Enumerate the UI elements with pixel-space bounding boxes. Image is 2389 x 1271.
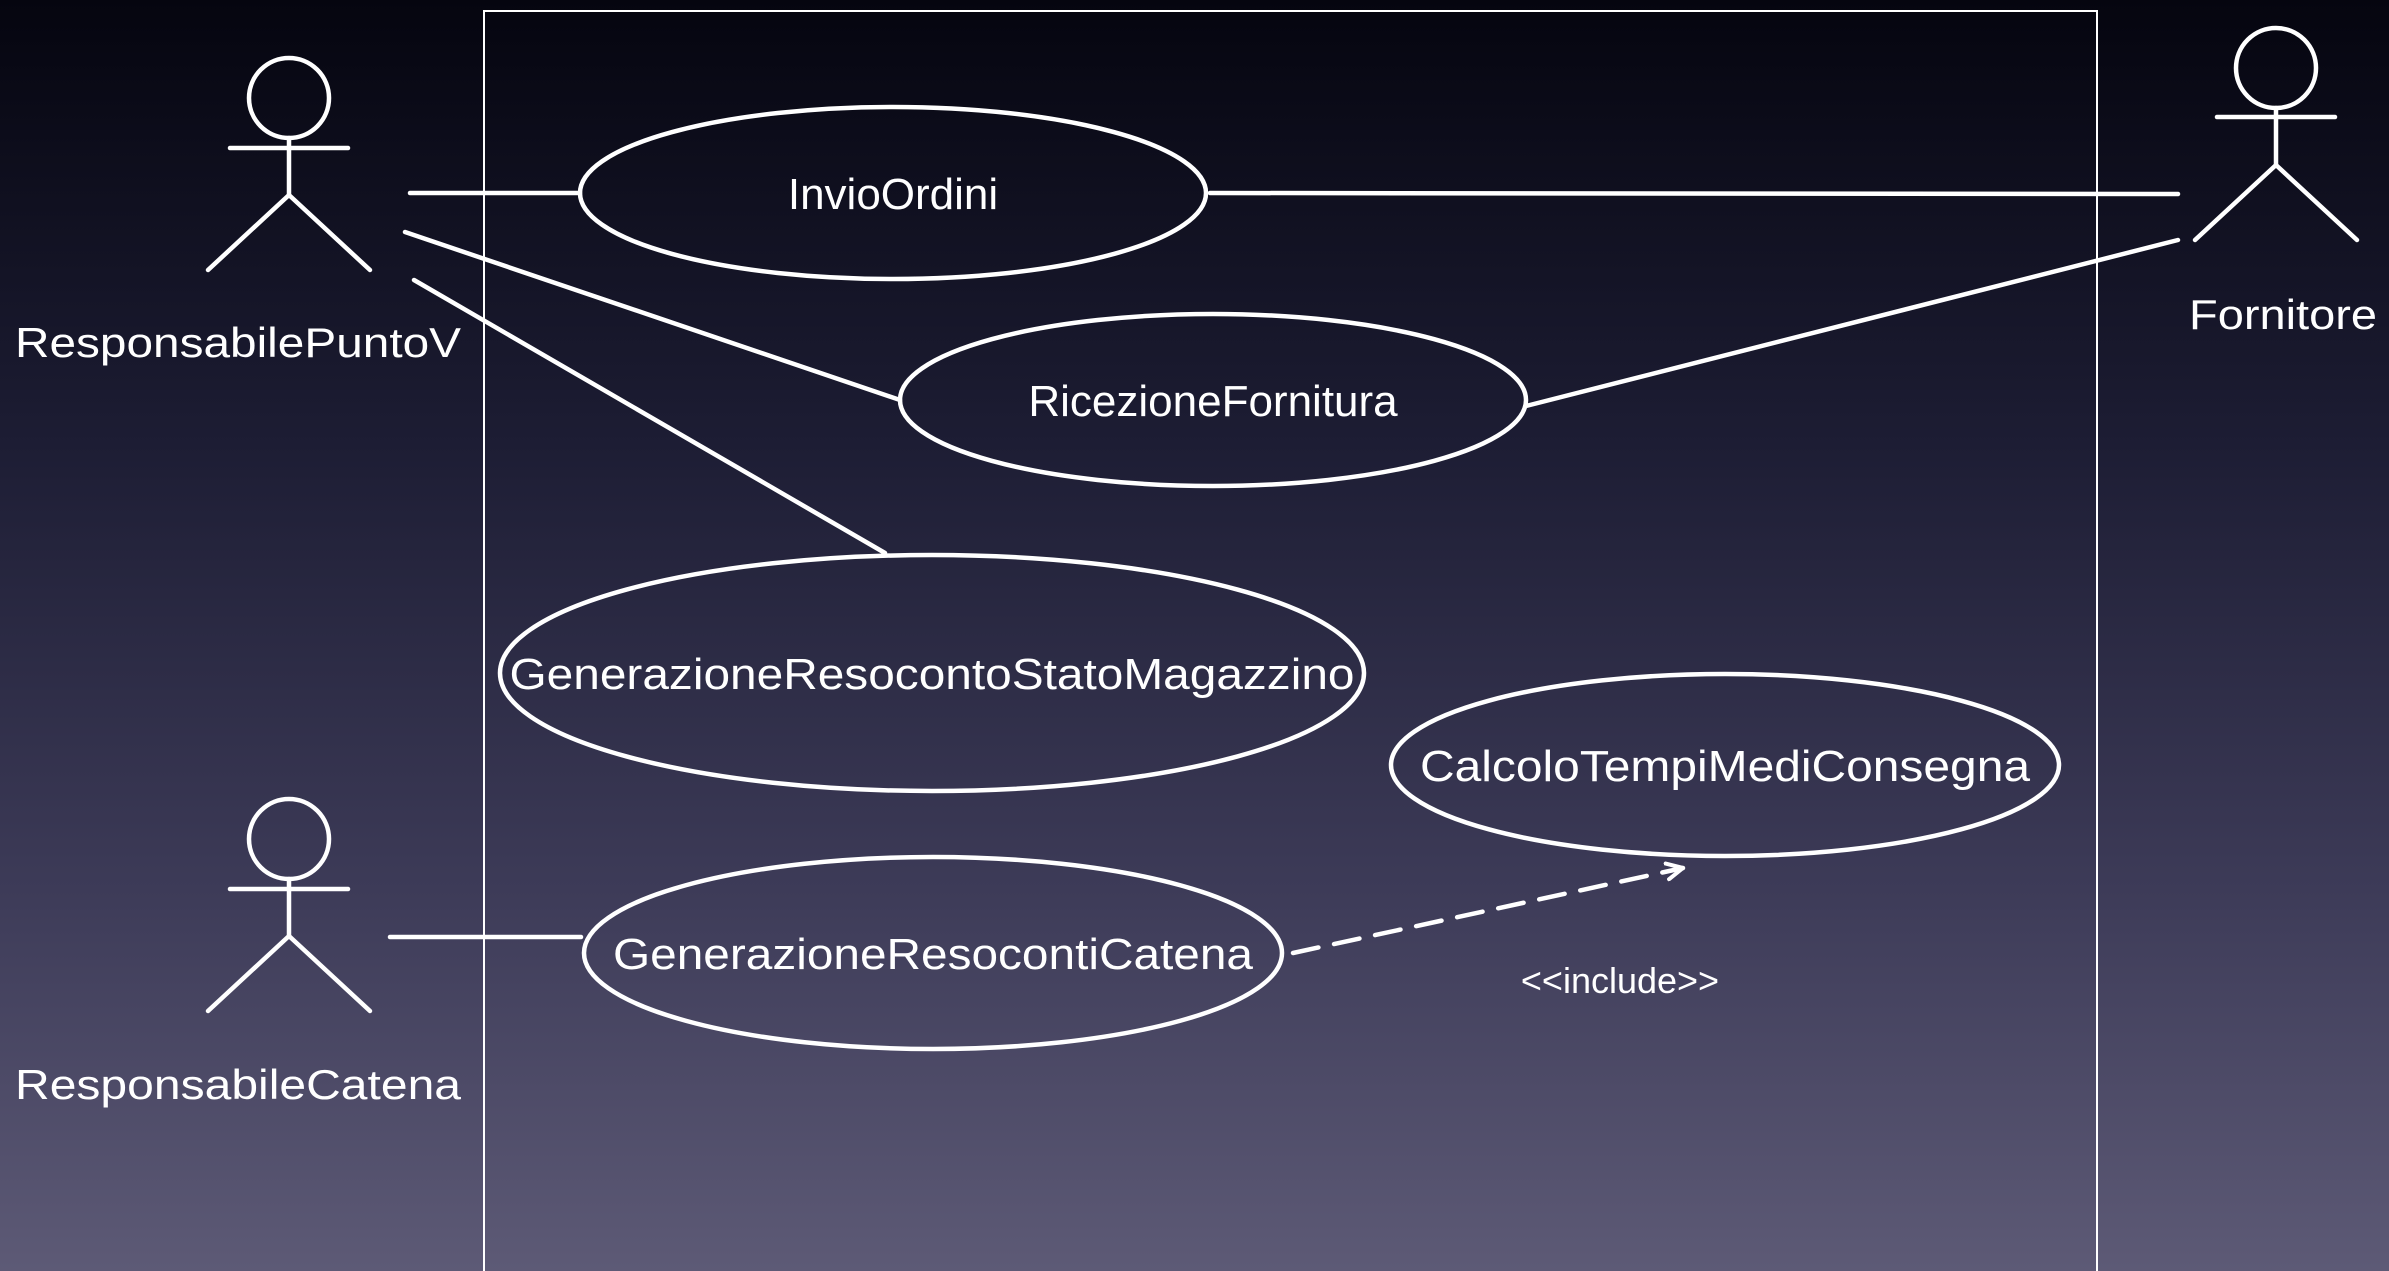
actor-fornitore-label: Fornitore	[2189, 291, 2377, 338]
use-case-ricezione-fornitura: RicezioneFornitura	[897, 311, 1529, 489]
association-forn-ricezione	[1523, 237, 2181, 409]
stick-figure-icon	[2192, 25, 2360, 243]
use-case-generazione-resoconto-stato-magazzino-label: GenerazioneResocontoStatoMagazzino	[510, 650, 1355, 699]
actor-responsabile-catena-label: ResponsabileCatena	[15, 1061, 462, 1108]
actor-responsabile-punto-v: ResponsabilePuntoV	[15, 55, 461, 366]
use-case-invio-ordini-label: InvioOrdini	[788, 170, 998, 219]
actor-responsabile-catena: ResponsabileCatena	[15, 796, 462, 1108]
include-label: <<include>>	[1521, 960, 1719, 1001]
system-boundary	[483, 10, 2098, 1271]
association-rpv-magazzino	[411, 277, 888, 556]
use-case-generazione-resoconti-catena-label: GenerazioneResocontiCatena	[613, 930, 1254, 979]
actor-responsabile-punto-v-label: ResponsabilePuntoV	[15, 319, 461, 366]
stick-figure-icon	[205, 55, 373, 273]
include-dependency-arrow	[1290, 861, 1686, 956]
association-forn-invio	[1207, 190, 2181, 197]
use-case-calcolo-tempi-medi-consegna-label: CalcoloTempiMediConsegna	[1420, 742, 2031, 791]
association-rpv-ricezione	[402, 229, 903, 403]
actor-fornitore: Fornitore	[2189, 25, 2377, 338]
use-case-ricezione-fornitura-label: RicezioneFornitura	[1028, 377, 1398, 426]
use-case-calcolo-tempi-medi-consegna: CalcoloTempiMediConsegna	[1388, 671, 2062, 859]
use-case-invio-ordini: InvioOrdini	[577, 104, 1209, 282]
use-case-generazione-resoconto-stato-magazzino: GenerazioneResocontoStatoMagazzino	[497, 552, 1367, 794]
use-case-generazione-resoconti-catena: GenerazioneResocontiCatena	[581, 854, 1285, 1052]
stick-figure-icon	[205, 796, 373, 1014]
